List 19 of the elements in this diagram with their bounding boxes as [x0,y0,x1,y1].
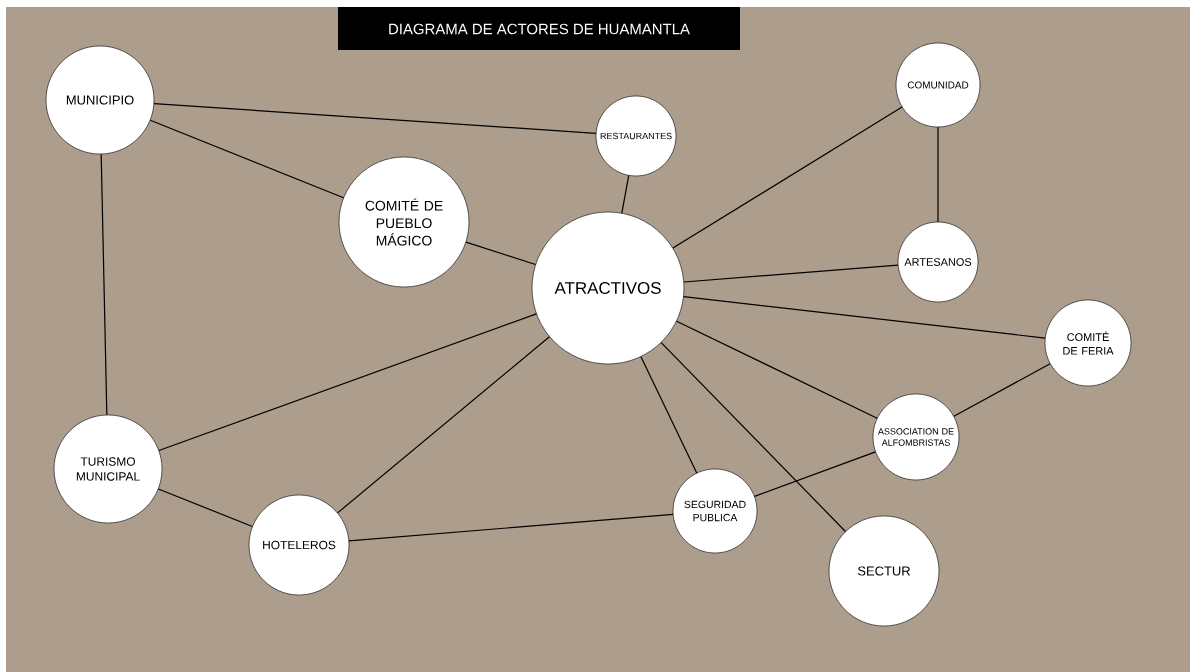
connector-line [157,488,253,528]
connector-line [660,341,847,533]
connector-line [337,336,550,514]
title-banner: DIAGRAMA DE ACTORES DE HUAMANTLA [338,7,740,50]
connector-line [149,119,345,199]
connector-line [683,264,899,283]
connector-line [683,296,1046,339]
connector-line [153,103,597,134]
connector-line [953,363,1051,417]
connector-line [348,513,674,542]
connector-line [100,153,108,416]
connector-line [465,241,537,266]
connector-line [676,320,878,419]
connector-line [937,126,939,223]
connector-line [754,451,877,497]
connector-line [158,313,537,452]
connector-line [672,106,903,249]
connector-line [640,356,698,474]
connector-line [621,174,630,214]
